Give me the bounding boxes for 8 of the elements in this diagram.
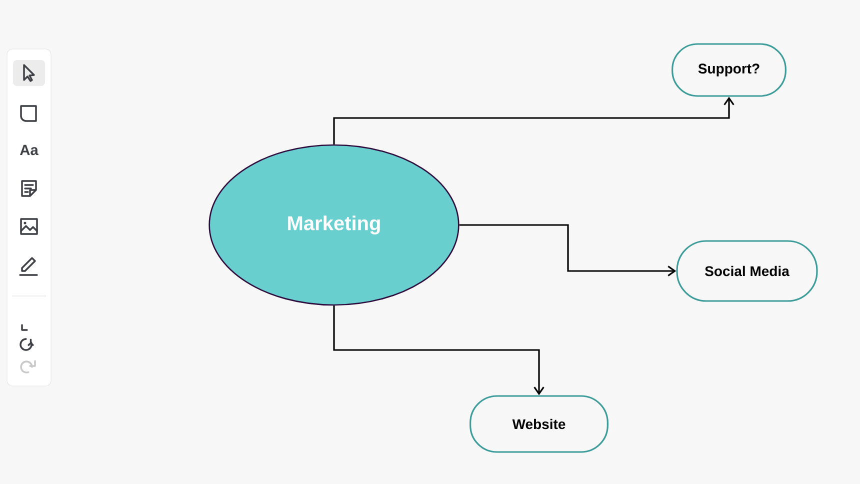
ellipse-node: Marketing [208,144,460,306]
rounded-box: Social Media [676,240,818,302]
rounded-box: Website [470,395,608,453]
rounded-box: Support? [672,43,786,97]
arrow [333,96,734,144]
arrow [333,306,544,396]
arrow [459,224,676,276]
toolbar-label: Aa [20,144,38,156]
